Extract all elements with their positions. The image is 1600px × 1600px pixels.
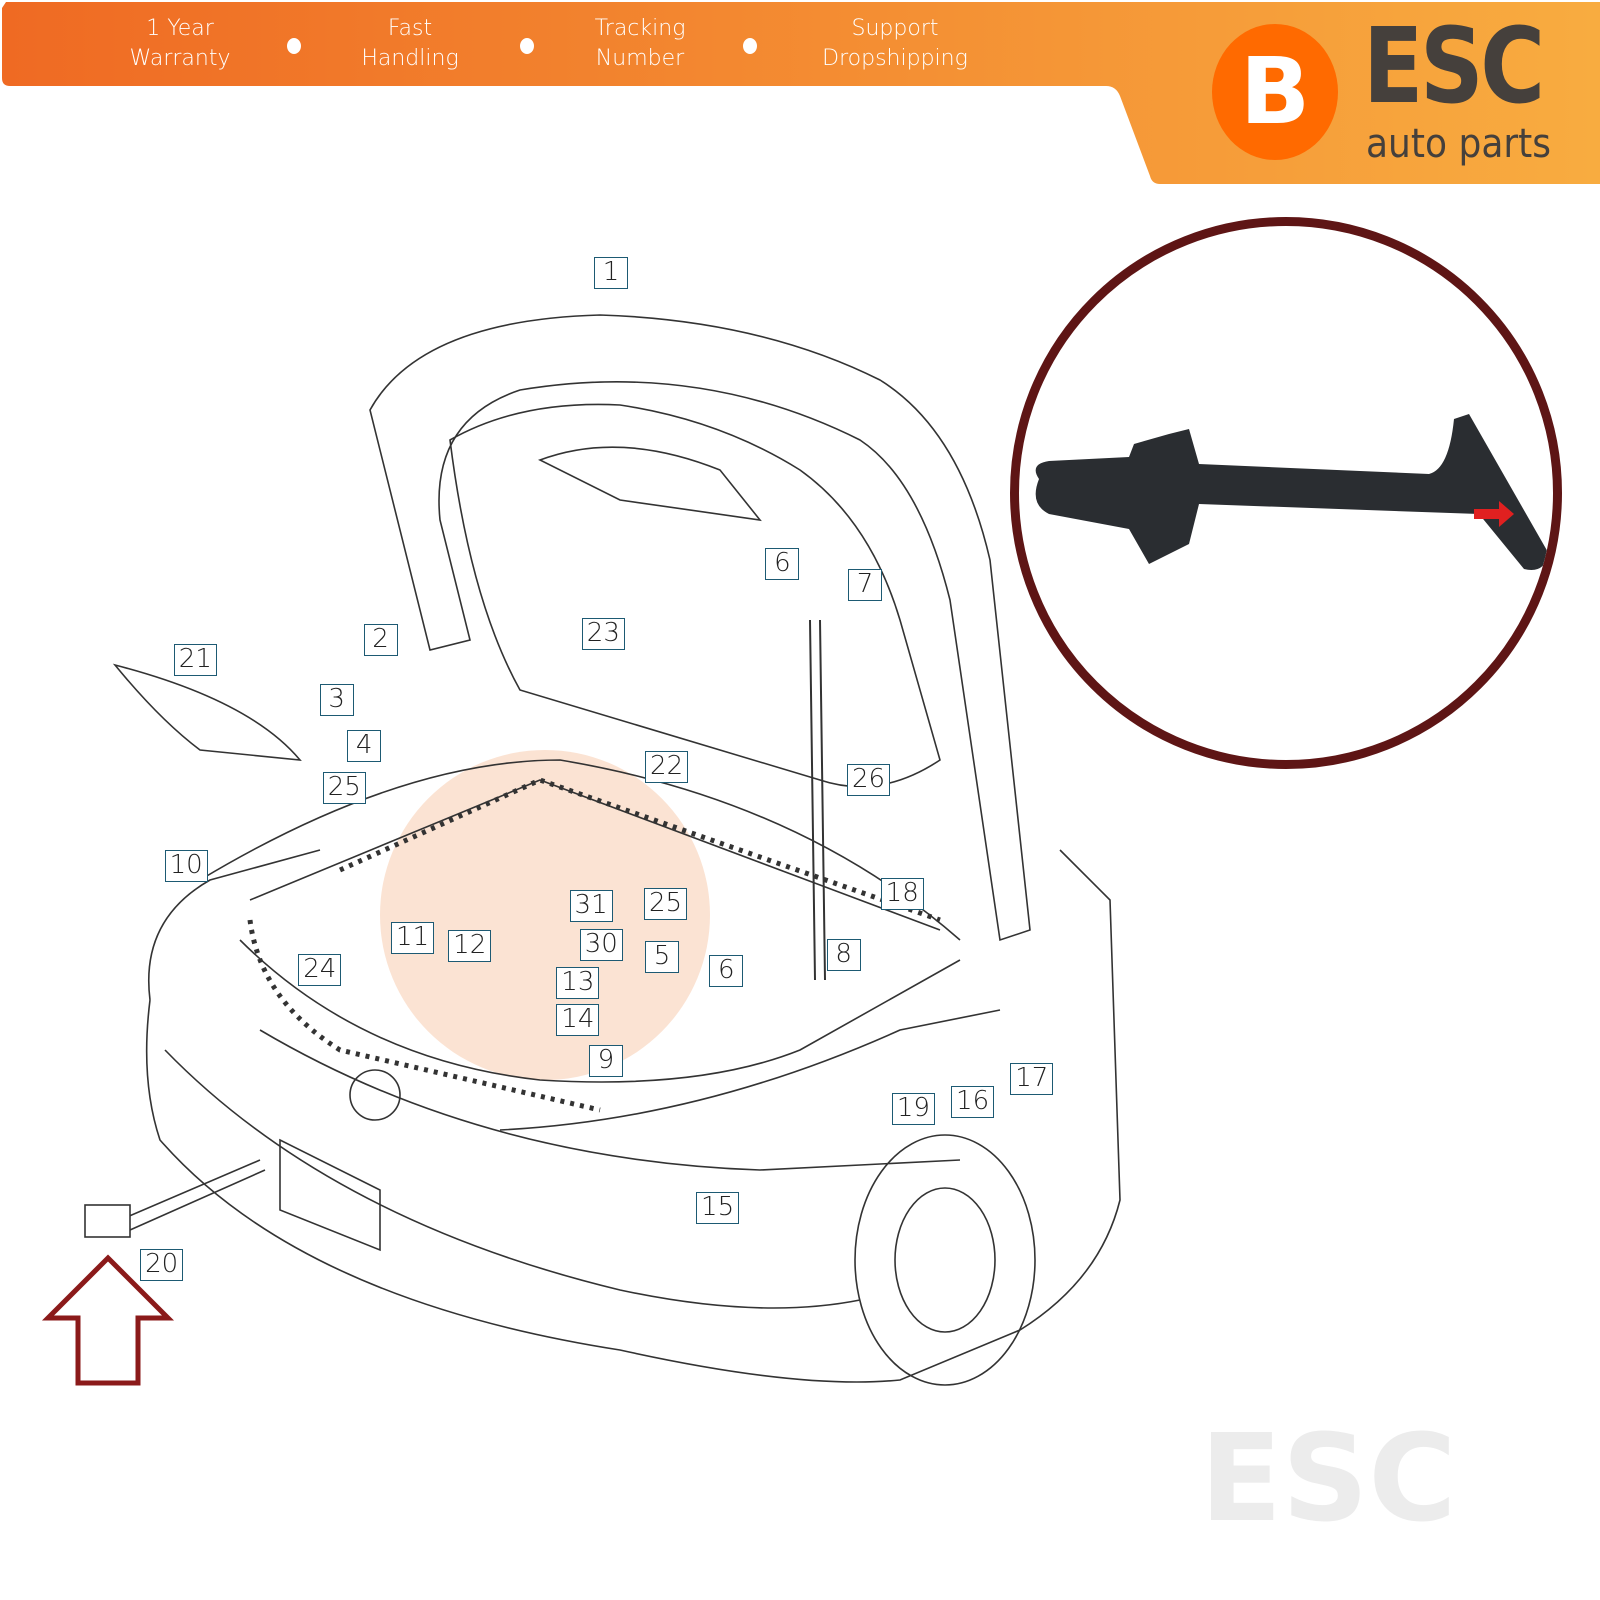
callout-9: 9: [588, 1044, 623, 1077]
callout-18: 18: [880, 877, 924, 910]
bullet-dot: [743, 38, 757, 54]
car-body: [145, 849, 1121, 1383]
watermark-text: ESC: [1200, 1410, 1456, 1549]
callout-11: 11: [391, 922, 435, 955]
callout-19: 19: [891, 1092, 935, 1125]
logo-tagline: auto parts: [1366, 121, 1552, 167]
callout-6: 6: [709, 955, 744, 988]
callout-13: 13: [556, 967, 600, 1000]
vw-emblem: [349, 1069, 401, 1121]
callout-4: 4: [347, 729, 382, 762]
callout-30: 30: [579, 928, 623, 961]
callout-16: 16: [951, 1085, 995, 1118]
banner-background: [2, 2, 1600, 184]
callout-23: 23: [581, 618, 625, 651]
feature-warranty: 1 Year Warranty: [129, 16, 231, 71]
feature-dropshipping: Support Dropshipping: [822, 16, 968, 71]
callout-8: 8: [826, 938, 861, 971]
callout-1: 1: [594, 257, 629, 290]
callout-26: 26: [847, 764, 891, 797]
callout-24: 24: [298, 954, 342, 987]
callout-31: 31: [569, 889, 613, 922]
highlight-arrow-icon: [41, 1254, 175, 1386]
release-cable: [119, 1009, 1001, 1231]
front-wheel: [854, 1134, 1036, 1386]
callout-2: 2: [363, 623, 398, 656]
feature-tracking: Tracking Number: [594, 16, 686, 71]
watermark-badge: [380, 750, 710, 1080]
callout-25: 25: [322, 772, 366, 805]
hood-release-handle-photo: [1035, 414, 1549, 570]
callout-17: 17: [1010, 1063, 1054, 1096]
part-closeup-circle: [1010, 217, 1562, 769]
callout-12: 12: [448, 929, 492, 962]
callout-21: 21: [173, 643, 217, 676]
logo-badge: B: [1212, 24, 1338, 160]
bullet-dot: [520, 38, 534, 54]
callout-7: 7: [848, 569, 883, 602]
hood-outline: [369, 314, 1031, 942]
callout-25: 25: [644, 887, 688, 920]
bullet-dot: [287, 38, 301, 54]
callout-20: 20: [140, 1248, 184, 1281]
callout-3: 3: [319, 683, 354, 716]
callout-15: 15: [696, 1191, 740, 1224]
feature-handling: Fast Handling: [361, 16, 459, 71]
callout-6: 6: [765, 548, 800, 581]
callout-14: 14: [556, 1004, 600, 1036]
callout-22: 22: [645, 751, 689, 784]
callout-5: 5: [645, 940, 680, 973]
callout-10: 10: [164, 849, 208, 882]
logo-name: ESC: [1363, 5, 1545, 127]
